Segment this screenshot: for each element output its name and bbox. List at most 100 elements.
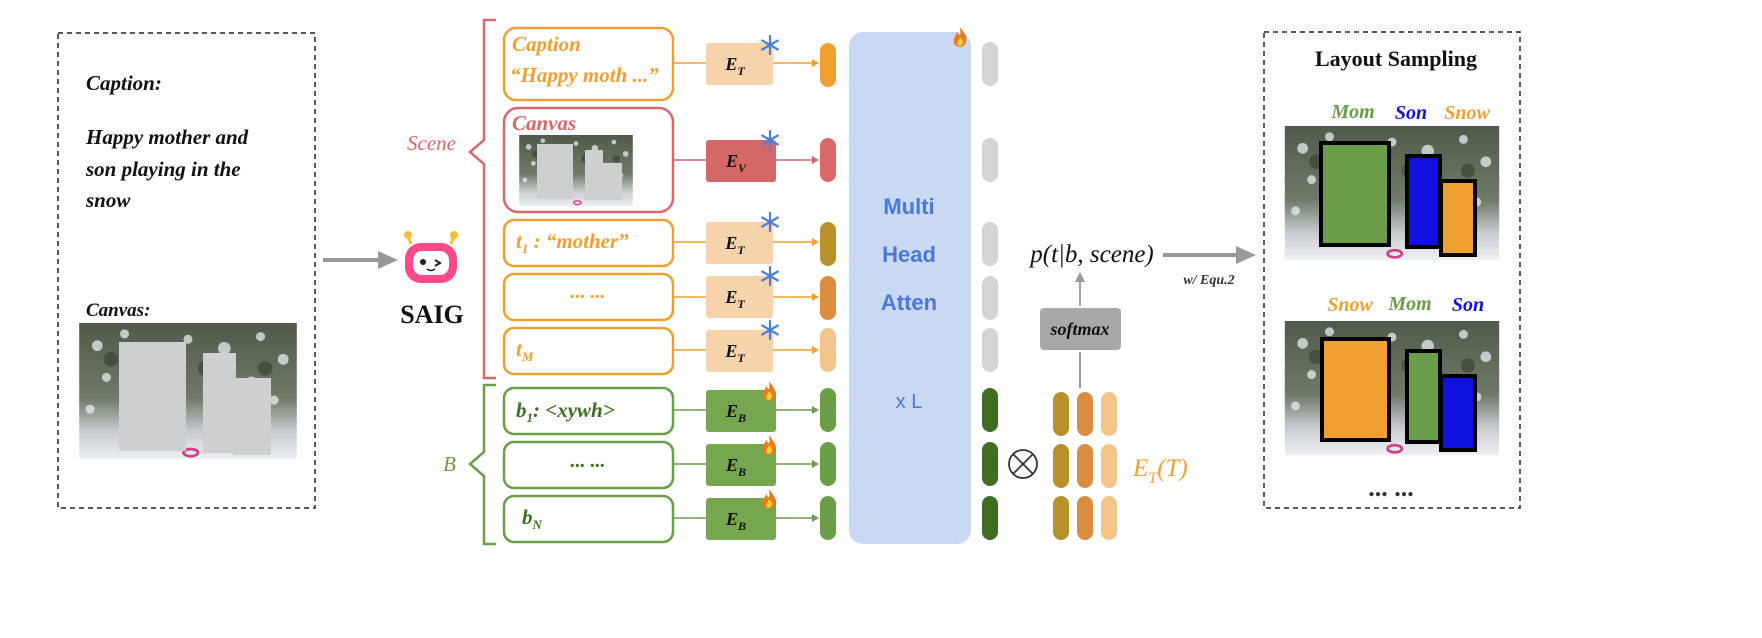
input-canvas-image [79, 323, 297, 459]
b-label: B [443, 452, 456, 476]
text-encoder-tM [706, 330, 773, 372]
canvas-row-title: Canvas [512, 111, 576, 135]
scene-label: Scene [407, 131, 456, 155]
sample2-label-1: Snow [1327, 294, 1373, 316]
text-encoder-tdots [706, 276, 773, 318]
caption-row-title: Caption [512, 32, 581, 56]
fire-icon [953, 27, 967, 47]
encoder-subscript: B [737, 519, 746, 533]
t1-text: t1 : “mother” [516, 229, 629, 256]
output-title: Layout Sampling [1315, 46, 1477, 71]
caption-input-box [502, 26, 675, 102]
b-dots-input-box [502, 440, 675, 490]
outer-product-symbol [1008, 449, 1038, 479]
encoder-subscript: T [737, 64, 745, 78]
token-tM [820, 328, 836, 372]
fire-icon [762, 489, 776, 509]
attention-line-1: Multi [883, 194, 934, 219]
right-arrow-head [378, 251, 398, 269]
et-token-grid [1053, 392, 1117, 540]
bN-input-box [502, 494, 675, 544]
encoder-subscript: B [737, 411, 746, 425]
token-tdots [820, 276, 836, 320]
token-canvas [820, 138, 836, 182]
encoder-subscript: T [737, 297, 745, 311]
output-token-bdots [982, 442, 998, 486]
encoder-label: E [725, 509, 738, 529]
sample1-label-3: Snow [1444, 102, 1490, 124]
encoder-subscript: V [738, 161, 747, 175]
b-dots-text: ... ... [571, 450, 606, 472]
svg-text:ET: ET [724, 341, 745, 365]
attention-line-2: Head [882, 242, 936, 267]
tM-input-box [502, 326, 675, 376]
sample1-label-1: Mom [1330, 101, 1374, 123]
encoder-label: E [724, 54, 737, 74]
sample1-label-2: Son [1395, 102, 1427, 124]
token-bdots [820, 442, 836, 486]
svg-text:EB: EB [725, 401, 746, 425]
tM-text: tM [516, 337, 534, 364]
b-brace [468, 383, 496, 546]
output-token-b1 [982, 388, 998, 432]
attention-line-3: Atten [881, 290, 937, 315]
caption-row-text: “Happy moth ...” [510, 63, 659, 87]
encoder-subscript: B [737, 465, 746, 479]
output-token-3 [982, 222, 998, 266]
robot-icon [404, 231, 458, 283]
box-encoder-b1 [706, 390, 776, 432]
canvas-thumbnail [518, 135, 634, 206]
b1-input-box [502, 386, 675, 436]
svg-text:EV: EV [725, 151, 747, 175]
saig-label: SAIG [400, 300, 464, 329]
equation-note: w/ Equ.2 [1183, 273, 1234, 288]
encoder-subscript: T [737, 243, 745, 257]
text-encoder-t1 [706, 222, 773, 264]
et-label: ET(T) [1132, 455, 1188, 487]
token-b1 [820, 388, 836, 432]
output-token-bN [982, 496, 998, 540]
softmax-label: softmax [1049, 319, 1109, 339]
svg-text:ET: ET [724, 287, 745, 311]
input-panel [57, 32, 316, 509]
encoder-label: E [725, 455, 738, 475]
t1-input-box [502, 218, 675, 268]
caption-line-2: son playing in the [85, 157, 241, 181]
svg-text:EB: EB [725, 455, 746, 479]
encoder-label: E [724, 341, 737, 361]
token-bN [820, 496, 836, 540]
output-token-5 [982, 328, 998, 372]
layout-sample-2 [1283, 321, 1501, 455]
caption-label: Caption: [86, 71, 162, 95]
box-encoder-bN [706, 498, 776, 540]
bN-text: bN [522, 505, 543, 532]
output-token-1 [982, 42, 998, 86]
output-ellipsis: ... ... [1368, 473, 1414, 502]
text-encoder-caption [706, 43, 773, 85]
scene-brace [468, 18, 496, 380]
encoder-label: E [725, 151, 738, 171]
encoder-label: E [724, 287, 737, 307]
canvas-label: Canvas: [86, 300, 150, 321]
sample2-label-2: Mom [1387, 293, 1431, 315]
attention-repeat: x L [896, 391, 923, 413]
fire-icon [762, 381, 776, 401]
encoder-subscript: T [737, 351, 745, 365]
encoder-label: E [724, 233, 737, 253]
sample2-label-3: Son [1452, 294, 1484, 316]
t-dots-text: ... ... [571, 281, 606, 303]
probability-formula: p(t|b, scene) [1028, 241, 1154, 268]
softmax-box [1040, 308, 1121, 350]
b1-text: b1: <xywh> [516, 398, 615, 425]
token-caption [820, 43, 836, 87]
encoder-label: E [725, 401, 738, 421]
output-token-2 [982, 138, 998, 182]
token-t1 [820, 222, 836, 266]
box-encoder-bdots [706, 444, 776, 486]
output-panel [1263, 31, 1521, 509]
caption-line-1: Happy mother and [85, 125, 249, 149]
svg-text:ET: ET [724, 54, 745, 78]
multi-head-attention-block [849, 32, 971, 544]
